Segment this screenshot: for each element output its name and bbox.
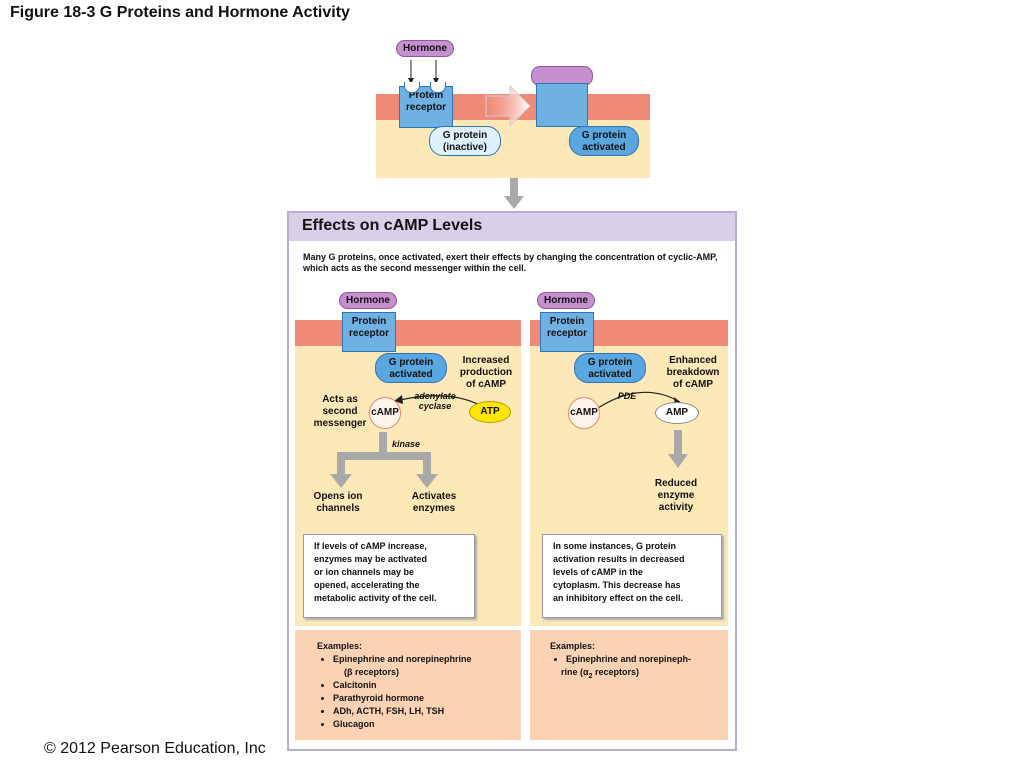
left-camp: cAMP: [369, 397, 401, 429]
down-arrow-icon: [504, 178, 524, 209]
list-item: Parathyroid hormone: [333, 692, 521, 705]
left-membrane: [295, 320, 521, 346]
left-activates-label: Activates enzymes: [411, 491, 457, 514]
list-item: Calcitonin: [333, 679, 521, 692]
panel-intro: Many G proteins, once activated, exert t…: [303, 252, 718, 273]
activation-arrow-icon: [485, 84, 531, 128]
left-acts-as-label: Acts as second messenger: [313, 394, 367, 429]
list-item-sub: (β receptors): [344, 667, 400, 677]
left-examples-title: Examples:: [317, 641, 363, 651]
right-amp: AMP: [655, 402, 699, 424]
top-hormone: Hormone: [396, 40, 454, 57]
left-info-box: If levels of cAMP increase, enzymes may …: [303, 534, 475, 618]
list-item: Glucagon: [333, 718, 521, 731]
right-down-arrow-icon: [668, 430, 688, 468]
right-examples-title: Examples:: [550, 641, 596, 651]
top-activated-receptor: [536, 83, 588, 127]
left-protein-receptor: Protein receptor: [342, 312, 396, 352]
list-item: ADh, ACTH, FSH, LH, TSH: [333, 705, 521, 718]
panel-title: Effects on cAMP Levels: [302, 217, 483, 234]
list-item: Epinephrine and norepineph-: [566, 653, 728, 666]
figure-title: Figure 18-3 G Proteins and Hormone Activ…: [10, 4, 350, 21]
panel-header: [289, 213, 735, 241]
right-reduced-label: Reduced enzyme activity: [654, 478, 698, 513]
receptor-notch-left: [404, 82, 420, 93]
left-examples: Examples: Epinephrine and norepinephrine…: [295, 630, 521, 740]
right-enzyme-label: PDE: [617, 391, 637, 401]
top-hormone-arrows: [408, 60, 439, 84]
left-increased-label: Increased production of cAMP: [459, 355, 513, 390]
right-protein-receptor: Protein receptor: [540, 312, 594, 352]
list-item: Epinephrine and norepinephrine: [333, 653, 521, 666]
list-item-sub: rine (α2 receptors): [561, 667, 639, 680]
left-enzyme-label: adenylate cyclase: [414, 391, 456, 411]
right-examples: Examples: Epinephrine and norepineph- ri…: [530, 630, 728, 740]
left-kinase-label: kinase: [392, 439, 421, 449]
top-g-protein-activated: G protein activated: [569, 126, 639, 156]
left-branch-arrow-icon: [330, 432, 438, 488]
right-info-box: In some instances, G protein activation …: [542, 534, 722, 618]
right-camp: cAMP: [568, 397, 600, 429]
top-g-protein-inactive: G protein (inactive): [429, 126, 501, 156]
left-atp: ATP: [469, 401, 511, 423]
right-hormone: Hormone: [537, 292, 595, 309]
left-g-protein-activated: G protein activated: [375, 353, 447, 383]
copyright: © 2012 Pearson Education, Inc: [44, 740, 266, 757]
right-enhanced-label: Enhanced breakdown of cAMP: [666, 355, 720, 390]
top-protein-receptor: Protein receptor: [399, 86, 453, 128]
left-opens-label: Opens ion channels: [313, 491, 363, 514]
receptor-notch-right: [430, 82, 446, 93]
left-hormone: Hormone: [339, 292, 397, 309]
right-g-protein-activated: G protein activated: [574, 353, 646, 383]
